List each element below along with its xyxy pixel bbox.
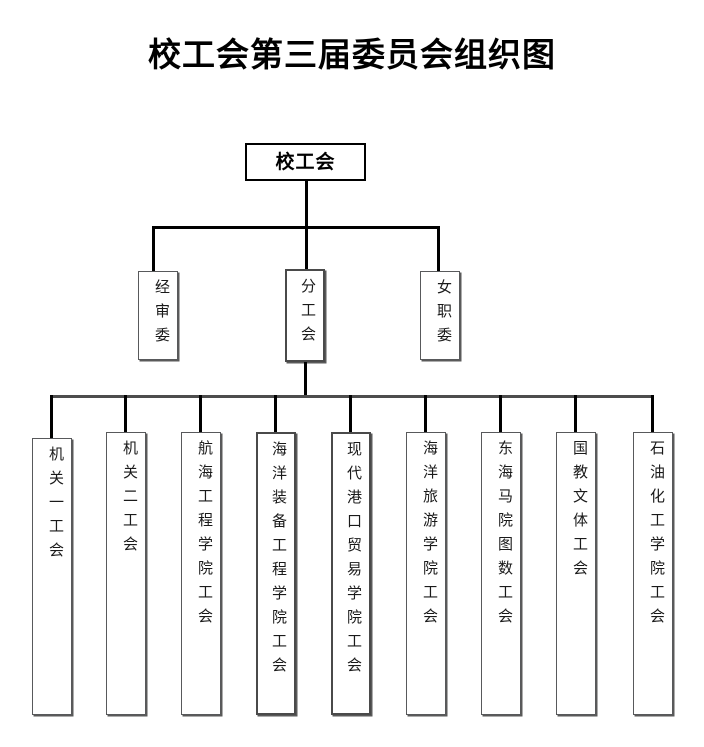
node-jiguan-er-gonghui[interactable]: 机关二工会 xyxy=(106,432,146,715)
node-haiyang-lvyou-xueyuan-gonghui[interactable]: 海洋旅游学院工会 xyxy=(406,432,446,715)
node-shiyou-huagong-xueyuan-gonghui[interactable]: 石油化工学院工会 xyxy=(633,432,673,715)
connector-drop-4 xyxy=(274,395,277,432)
node-hanghai-gongcheng-xueyuan-gonghui-label: 航海工程学院工会 xyxy=(196,440,214,632)
connector-drop-nvzhiwei xyxy=(437,226,440,272)
node-hanghai-gongcheng-xueyuan-gonghui[interactable]: 航海工程学院工会 xyxy=(181,432,221,715)
node-fengonghui-label: 分工会 xyxy=(299,278,317,350)
connector-level3-bus xyxy=(50,395,654,398)
node-haiyang-zhuangbei-gongcheng-xueyuan-gonghui-label: 海洋装备工程学院工会 xyxy=(270,441,288,681)
node-root-label: 校工会 xyxy=(275,151,336,173)
connector-drop-6 xyxy=(424,395,427,432)
connector-drop-9 xyxy=(651,395,654,432)
node-jingshenwei[interactable]: 经审委 xyxy=(138,271,178,360)
node-root[interactable]: 校工会 xyxy=(245,143,366,181)
node-nvzhiwei-label: 女职委 xyxy=(435,279,453,351)
node-jingshenwei-label: 经审委 xyxy=(153,279,171,351)
node-fengonghui[interactable]: 分工会 xyxy=(285,269,325,362)
connector-drop-1 xyxy=(50,395,53,438)
connector-drop-3 xyxy=(199,395,202,432)
node-jiguan-er-gonghui-label: 机关二工会 xyxy=(121,440,139,560)
node-jiguan-yi-gonghui-label: 机关一工会 xyxy=(47,446,65,566)
node-guojiao-wenti-gonghui-label: 国教文体工会 xyxy=(571,440,589,584)
node-xiandai-gangkou-maoyi-xueyuan-gonghui[interactable]: 现代港口贸易学院工会 xyxy=(331,432,371,715)
node-haiyang-zhuangbei-gongcheng-xueyuan-gonghui[interactable]: 海洋装备工程学院工会 xyxy=(256,432,296,715)
node-donghai-mayuan-tushu-gonghui[interactable]: 东海马院图数工会 xyxy=(481,432,521,715)
connector-drop-8 xyxy=(574,395,577,432)
connector-level2-bus xyxy=(152,226,440,229)
node-jiguan-yi-gonghui[interactable]: 机关一工会 xyxy=(32,438,72,715)
connector-root-down xyxy=(305,181,308,228)
connector-fengonghui-down xyxy=(304,362,307,397)
connector-drop-2 xyxy=(124,395,127,432)
node-donghai-mayuan-tushu-gonghui-label: 东海马院图数工会 xyxy=(496,440,514,632)
connector-drop-7 xyxy=(499,395,502,432)
node-haiyang-lvyou-xueyuan-gonghui-label: 海洋旅游学院工会 xyxy=(421,440,439,632)
node-nvzhiwei[interactable]: 女职委 xyxy=(420,271,460,360)
connector-drop-5 xyxy=(349,395,352,432)
node-shiyou-huagong-xueyuan-gonghui-label: 石油化工学院工会 xyxy=(648,440,666,632)
node-xiandai-gangkou-maoyi-xueyuan-gonghui-label: 现代港口贸易学院工会 xyxy=(345,441,363,681)
connector-drop-fengonghui xyxy=(305,226,308,269)
page-title: 校工会第三届委员会组织图 xyxy=(148,35,556,74)
node-guojiao-wenti-gonghui[interactable]: 国教文体工会 xyxy=(556,432,596,715)
connector-drop-jingshenwei xyxy=(152,226,155,272)
